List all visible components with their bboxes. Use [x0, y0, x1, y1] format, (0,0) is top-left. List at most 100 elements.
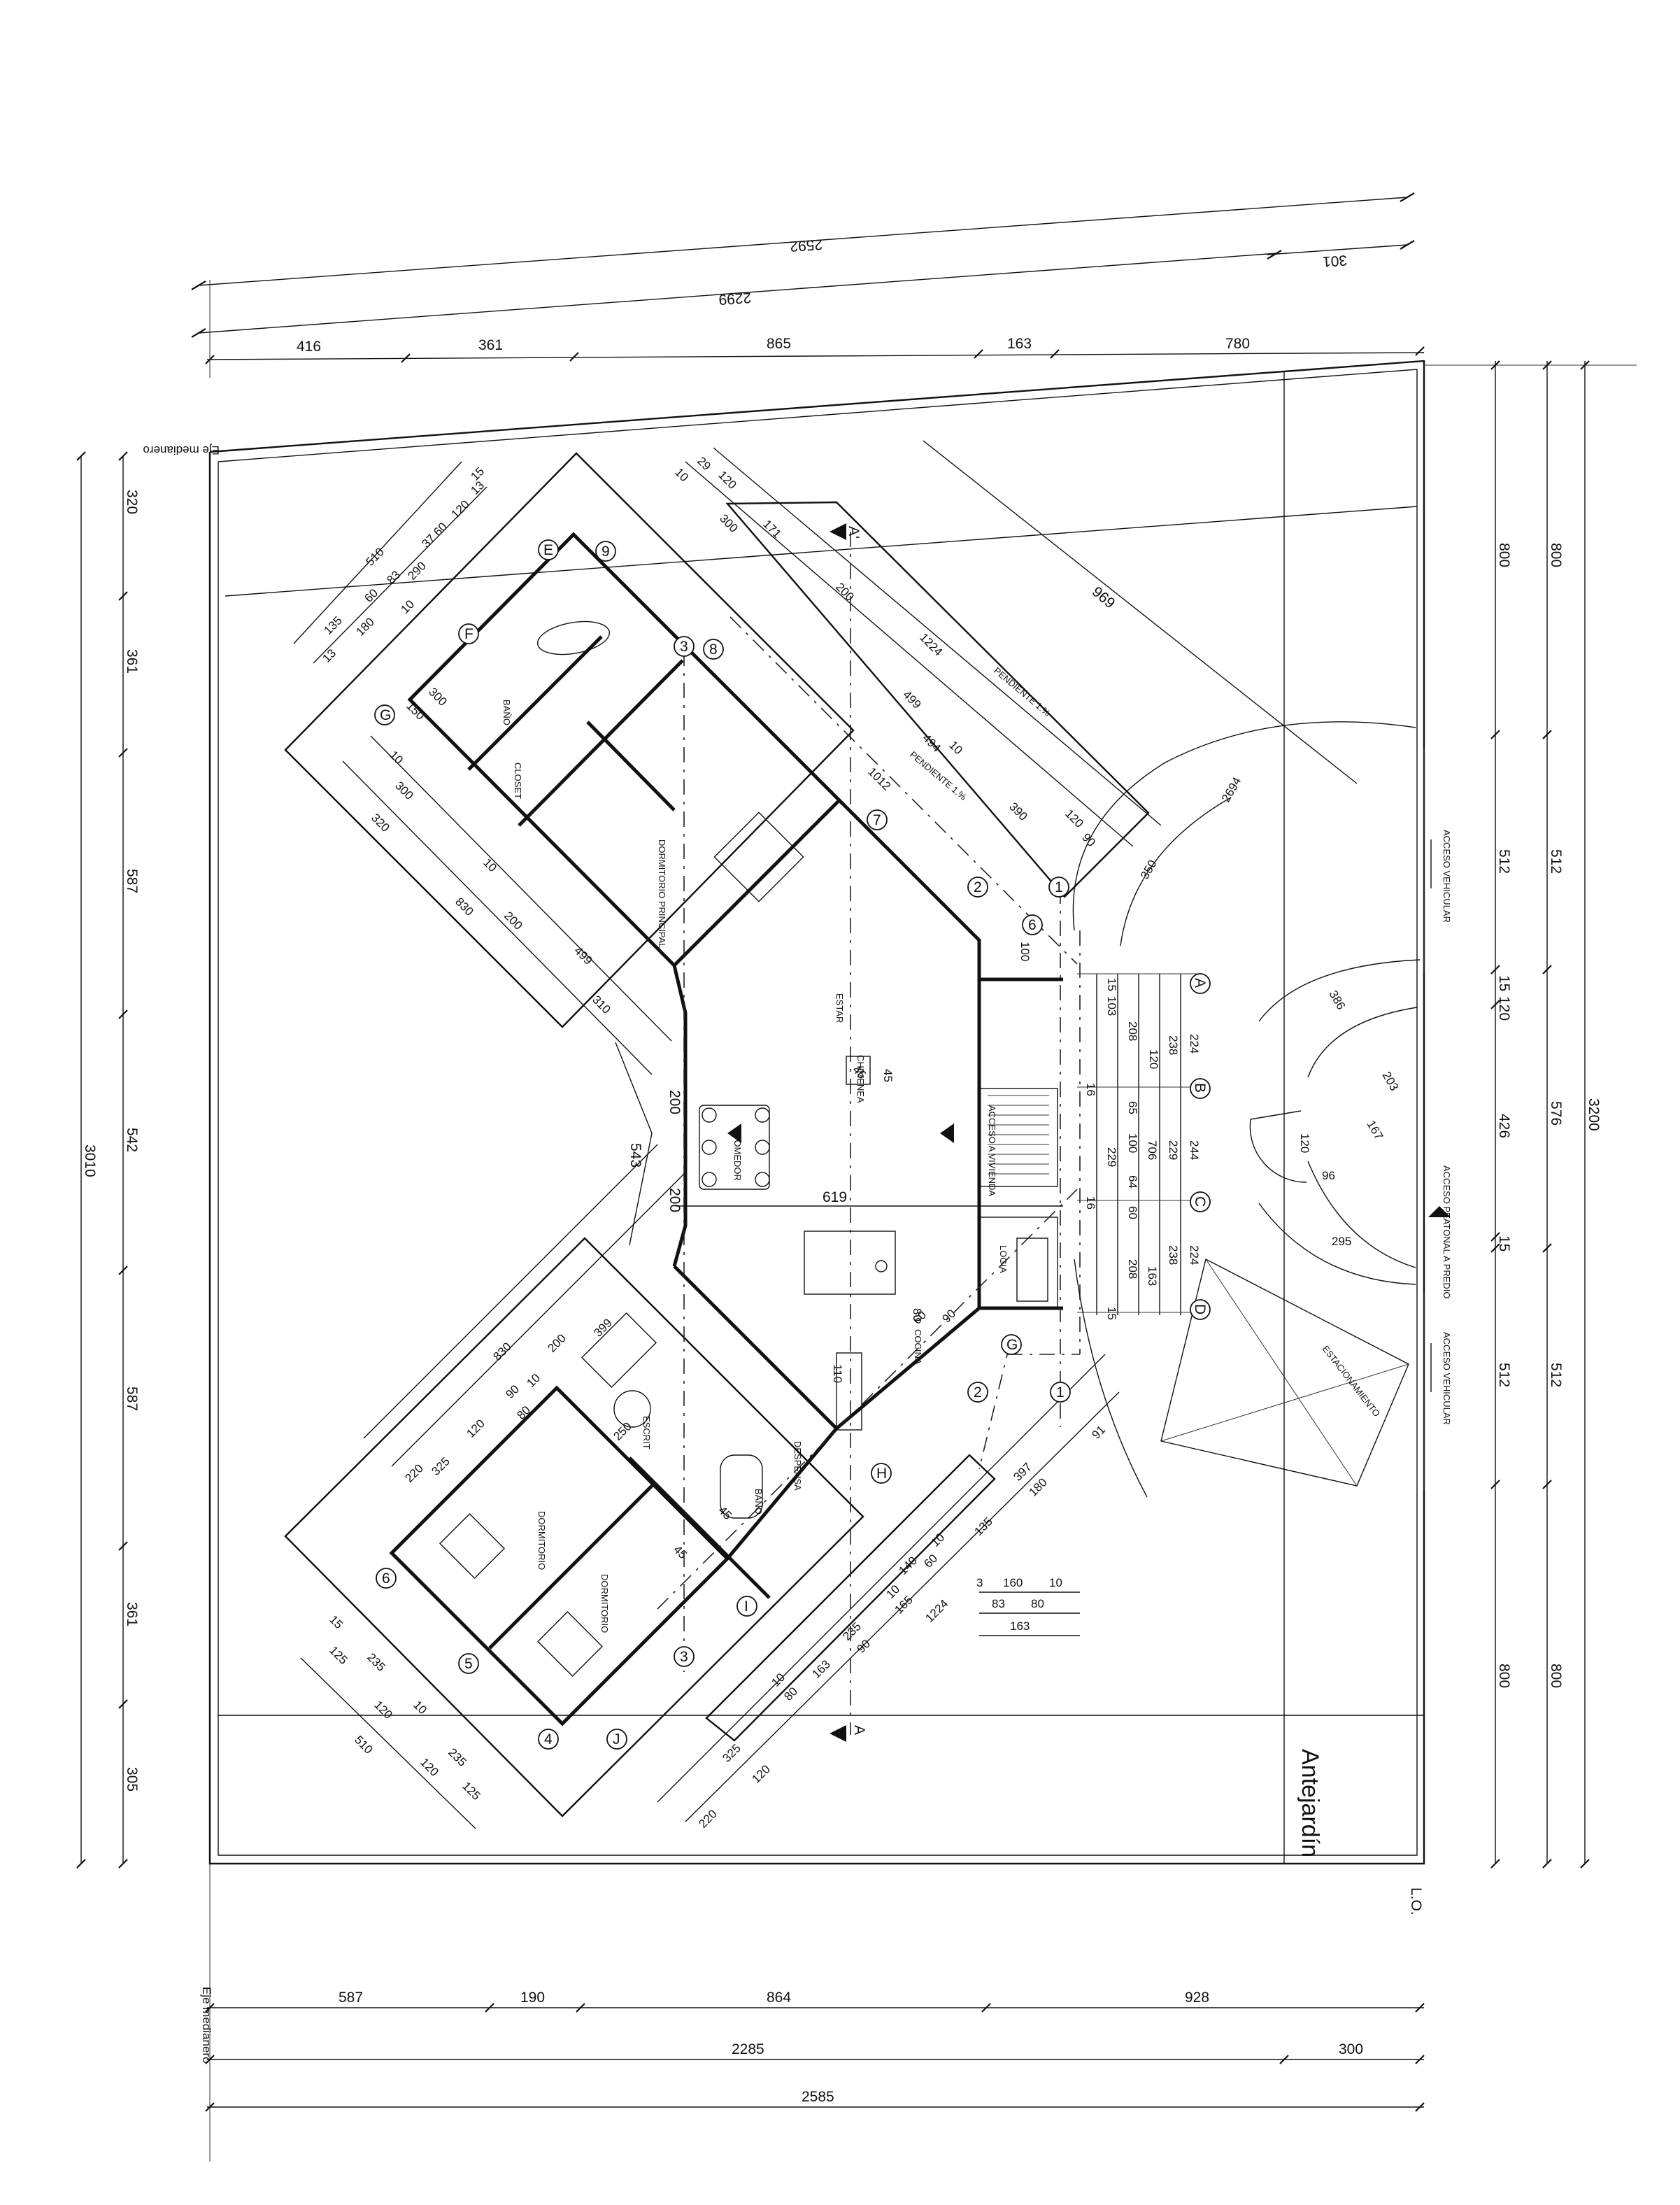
dim-80-i: 80: [911, 1308, 924, 1321]
dim-171: 171: [760, 517, 783, 540]
dim-969: 969: [1089, 583, 1118, 611]
grid-1a: 1: [1055, 879, 1063, 895]
dim-244: 244: [1188, 1140, 1201, 1160]
dim-16-c-b: 16: [1084, 1196, 1097, 1210]
grid-1b: 1: [1056, 1384, 1065, 1401]
grid-8: 8: [709, 641, 718, 658]
dim-706: 706: [1146, 1140, 1159, 1160]
dim-90-ur: 90: [1079, 830, 1098, 849]
dim-512-r-a: 512: [1496, 849, 1512, 874]
furniture: [439, 621, 1048, 1677]
dim-13-b: 13: [320, 646, 339, 665]
dim-3010: 3010: [82, 1144, 98, 1177]
dim-125-ll-a: 125: [327, 1643, 350, 1666]
dim-325-ll: 325: [429, 1454, 452, 1477]
grid-2a: 2: [974, 879, 982, 895]
grid-4: 4: [544, 1731, 553, 1747]
grid-B: B: [1192, 1083, 1208, 1093]
dim-15-r-a: 15: [1496, 975, 1512, 991]
label-pendiente-a: PENDIENTE 1.%: [992, 665, 1053, 718]
dim-90-k: 90: [939, 1307, 958, 1326]
dim-120-ul: 120: [448, 497, 471, 520]
dim-512-r-c: 512: [1548, 849, 1564, 874]
dim-200-b: 200: [667, 1188, 683, 1212]
dim-587-left-a: 587: [124, 869, 140, 893]
dim-780: 780: [1225, 336, 1250, 352]
label-estar: ESTAR: [834, 993, 845, 1023]
dim-15-r-b: 15: [1496, 1235, 1512, 1252]
dim-208-a: 208: [1126, 1021, 1139, 1041]
dim-229-a: 229: [1167, 1140, 1180, 1160]
left-dimension-chain: [76, 451, 128, 1869]
dim-301: 301: [1322, 252, 1348, 269]
dim-60-c: 60: [1126, 1206, 1139, 1219]
dim-90-ll: 90: [503, 1382, 522, 1401]
dim-238-a: 238: [1167, 1035, 1180, 1055]
dim-163-c: 163: [1146, 1266, 1159, 1286]
axis-lines: [657, 532, 1081, 1735]
dim-190: 190: [520, 1990, 545, 2006]
dim-10-um: 10: [480, 856, 499, 874]
dim-91: 91: [1089, 1423, 1108, 1442]
dim-300-bottom: 300: [1339, 2041, 1363, 2057]
dim-320-left: 320: [124, 490, 140, 514]
dim-512-r-d: 512: [1548, 1363, 1564, 1387]
grid-6b: 6: [382, 1571, 390, 1587]
dim-224-b: 224: [1188, 1245, 1201, 1265]
dim-295: 295: [1332, 1235, 1351, 1248]
dim-10-lg: 10: [1049, 1576, 1062, 1589]
dim-65: 65: [1126, 1101, 1139, 1114]
dim-200-ur: 200: [833, 580, 856, 603]
dim-1224-lr: 1224: [923, 1597, 951, 1625]
dim-135-ul: 135: [321, 614, 344, 637]
label-dormitorio-a: DORMITORIO: [536, 1511, 547, 1570]
bottom-dimension-chain: [205, 1864, 1425, 2162]
dim-543: 543: [627, 1143, 643, 1168]
dim-2592: 2592: [790, 236, 823, 254]
dim-2299: 2299: [718, 289, 752, 307]
dim-110: 110: [831, 1364, 844, 1383]
dim-361-left-b: 361: [124, 1602, 140, 1626]
dim-235-ll-b: 235: [446, 1745, 469, 1768]
dim-499-um: 499: [571, 944, 595, 967]
dim-45-kb: 45: [671, 1543, 690, 1561]
dim-3200: 3200: [1586, 1098, 1602, 1131]
dim-16-c-a: 16: [1084, 1083, 1097, 1096]
dim-103: 103: [1105, 996, 1118, 1016]
dim-350: 350: [1138, 858, 1160, 881]
grid-I: I: [744, 1598, 748, 1615]
dim-120-ll: 120: [464, 1417, 487, 1440]
dim-587-left-b: 587: [124, 1387, 140, 1411]
label-acceso-vehicular-a: ACCESO VEHICULAR: [1441, 830, 1452, 923]
dim-45-k: 45: [716, 1503, 734, 1522]
label-acceso-vivienda: ACCESO A VIVIENDA: [987, 1105, 997, 1196]
dim-499-ur: 499: [900, 688, 923, 711]
dim-361-top: 361: [478, 337, 503, 353]
dim-1224-ur: 1224: [917, 630, 945, 658]
dim-64: 64: [1126, 1175, 1139, 1189]
label-chimenea: CHIMENEA: [855, 1055, 866, 1103]
dim-399: 399: [591, 1316, 614, 1339]
dim-167: 167: [1365, 1119, 1386, 1142]
dim-100-c: 100: [1126, 1133, 1139, 1153]
dim-45-a: 45: [881, 1069, 895, 1082]
dim-220-lr: 220: [696, 1807, 719, 1830]
dim-163-top: 163: [1007, 336, 1032, 352]
interior-stair: [988, 1095, 1049, 1175]
dim-320-um: 320: [369, 811, 392, 834]
dim-238-b: 238: [1167, 1245, 1180, 1265]
dim-300-um-b: 300: [392, 779, 415, 802]
dim-15-c-a: 15: [1105, 978, 1118, 991]
dim-10-ll-b: 10: [411, 1698, 429, 1717]
dim-619: 619: [823, 1189, 847, 1205]
grid-Gb: G: [1006, 1337, 1018, 1353]
dim-2585: 2585: [802, 2089, 834, 2105]
dim-3760: 37 60: [419, 520, 450, 551]
dim-120-r: 120: [1496, 996, 1512, 1021]
label-dormitorio-principal: DORMITORIO PRINCIPAL: [657, 839, 667, 949]
dim-390: 390: [1006, 800, 1030, 823]
dim-203: 203: [1380, 1070, 1402, 1093]
dim-542: 542: [124, 1128, 140, 1152]
dim-150: 150: [404, 699, 427, 722]
dim-15-ll: 15: [327, 1612, 346, 1631]
